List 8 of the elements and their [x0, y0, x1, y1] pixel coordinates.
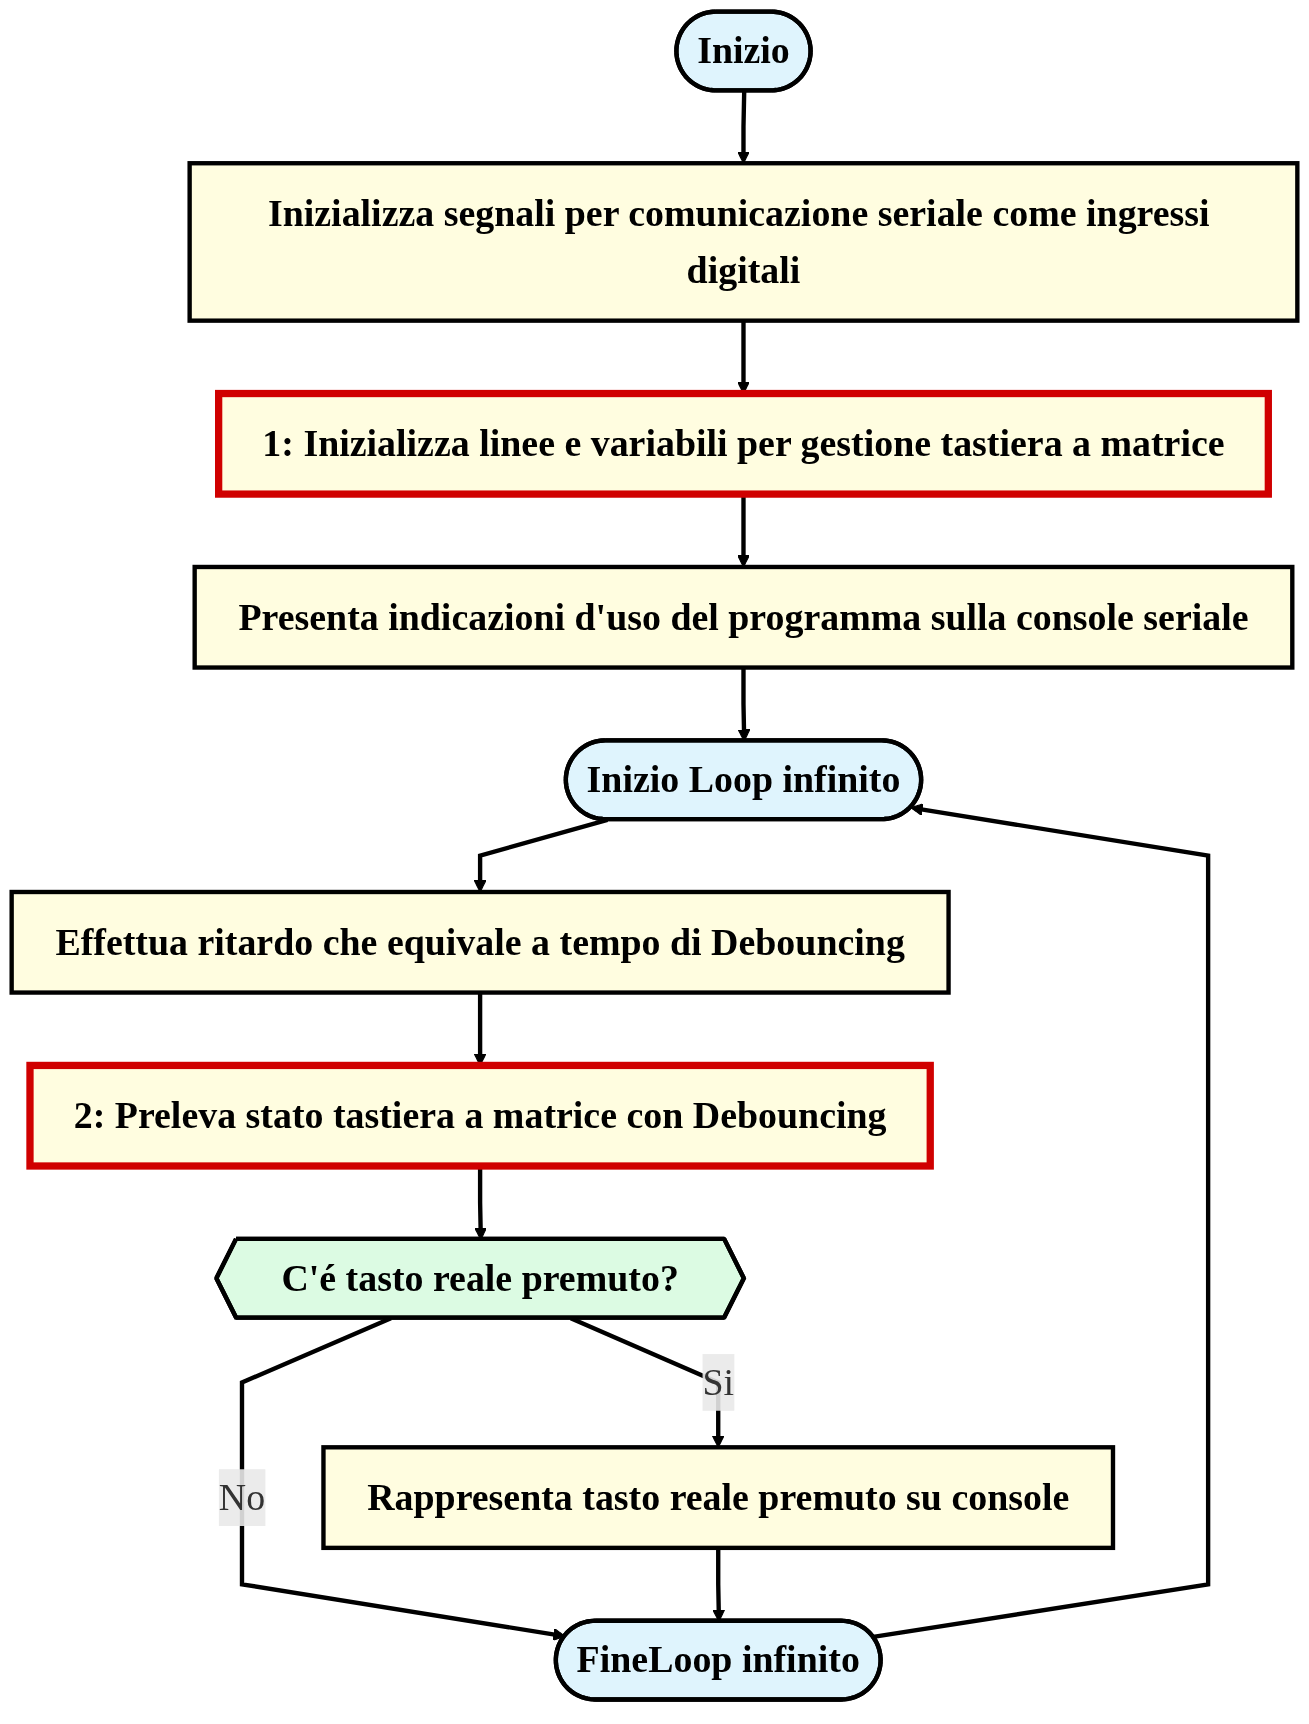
node-box: 2: Preleva stato tastiera a matrice con Debouncing	[26, 1061, 934, 1170]
node-box: Inizializza segnali per comunicazione seriale come ingressi digitali	[187, 161, 1300, 323]
edge-label: Si	[702, 1361, 735, 1404]
node-box: Effettua ritardo che equivale a tempo di Debouncing	[9, 889, 951, 995]
node-box: 1: Inizializza linee e variabili per gestione tastiera a matrice	[215, 389, 1272, 498]
node-box: Presenta indicazioni d'uso del programma sulla console seriale	[192, 564, 1295, 670]
node-box: Rappresenta tasto reale premuto su console	[321, 1445, 1116, 1551]
edge-label: No	[218, 1476, 266, 1519]
